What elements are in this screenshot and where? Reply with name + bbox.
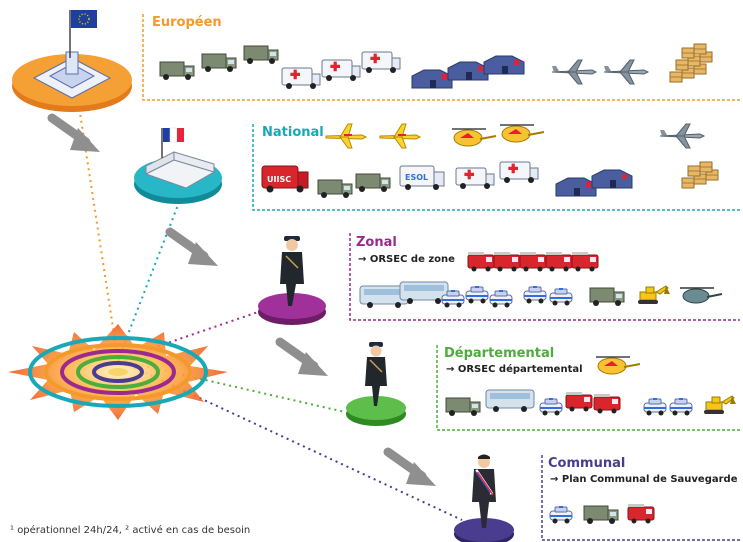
crates-icon <box>669 43 713 83</box>
fire-truck-icon <box>627 503 655 524</box>
uiisc-label: UIISC <box>267 175 291 184</box>
departmental-subtitle: → ORSEC départemental <box>446 364 583 375</box>
truck-icon <box>589 287 625 307</box>
esol-ambulance: ESOL <box>399 165 445 190</box>
ambulance-icon <box>499 161 539 184</box>
police-car-icon <box>523 285 547 304</box>
tent-icon <box>447 61 489 81</box>
excavator-icon <box>637 285 671 305</box>
european-title: Européen <box>152 15 222 30</box>
footnote: ¹ opérationnel 24h/24, ² activé en cas d… <box>10 525 251 536</box>
truck-icon <box>317 179 353 199</box>
zonal-subtitle: → ORSEC de zone <box>358 254 455 265</box>
helicopter-icon <box>451 128 497 147</box>
truck-icon <box>243 45 279 65</box>
aircraft-icon <box>603 59 649 85</box>
police-car-icon <box>465 285 489 304</box>
fire-truck-icon <box>519 251 547 272</box>
water-bomber-icon <box>379 123 421 149</box>
truck-icon <box>355 173 391 193</box>
truck-icon <box>583 505 619 525</box>
european-platform <box>12 10 132 112</box>
communal-platform <box>454 454 514 542</box>
bus-icon <box>485 389 535 413</box>
truck-icon <box>445 397 481 417</box>
ambulance-icon <box>321 59 361 82</box>
helicopter-icon <box>499 124 545 143</box>
aircraft-icon <box>659 123 705 149</box>
fire-truck-icon <box>545 251 573 272</box>
esol-label: ESOL <box>405 173 428 182</box>
arrow-icon <box>388 452 436 486</box>
truck-icon <box>201 53 237 73</box>
zonal-platform <box>258 236 326 325</box>
communal-title: Communal <box>548 456 626 471</box>
arrow-icon <box>52 118 100 152</box>
fire-truck-icon <box>571 251 599 272</box>
police-car-icon <box>549 287 573 306</box>
officer-figure-icon <box>280 236 304 306</box>
water-bomber-icon <box>325 123 367 149</box>
uiisc-truck: UIISC <box>261 165 309 193</box>
crates-icon <box>681 161 719 189</box>
fire-truck-icon <box>467 251 495 272</box>
aircraft-icon <box>551 59 597 85</box>
national-platform <box>134 127 222 204</box>
police-car-icon <box>643 397 667 416</box>
truck-icon <box>159 61 195 81</box>
ambulance-icon <box>361 51 401 74</box>
ambulance-icon <box>455 167 495 190</box>
arrow-icon <box>280 342 328 376</box>
police-car-icon <box>539 397 563 416</box>
police-car-icon <box>669 397 693 416</box>
incident-target-icon <box>8 324 228 420</box>
bus-icon <box>399 281 449 305</box>
fire-truck-icon <box>493 251 521 272</box>
departmental-platform <box>346 342 406 426</box>
communal-subtitle: → Plan Communal de Sauvegarde <box>550 474 738 485</box>
helicopter-icon <box>679 287 723 304</box>
french-flag-icon <box>163 127 184 143</box>
level-frames <box>142 14 740 541</box>
ambulance-icon <box>281 67 321 90</box>
tent-icon <box>555 177 597 197</box>
arrow-icon <box>170 232 218 266</box>
national-title: National <box>262 125 324 140</box>
zonal-title: Zonal <box>356 235 397 250</box>
fire-truck-icon <box>565 391 593 412</box>
mayor-figure-icon <box>472 454 496 528</box>
tent-icon <box>483 55 525 75</box>
helicopter-icon <box>595 356 641 375</box>
tent-icon <box>591 169 633 189</box>
tent-icon <box>411 69 453 89</box>
communal-equipment <box>549 503 655 525</box>
police-car-icon <box>549 505 573 524</box>
police-car-icon <box>489 289 513 308</box>
excavator-icon <box>703 395 737 415</box>
european-equipment <box>159 43 713 90</box>
eu-flag-icon <box>71 10 97 28</box>
fire-truck-icon <box>593 393 621 414</box>
departmental-title: Départemental <box>444 346 555 361</box>
national-equipment: UIISC ESOL <box>261 123 719 199</box>
officer-figure-icon <box>365 342 387 406</box>
